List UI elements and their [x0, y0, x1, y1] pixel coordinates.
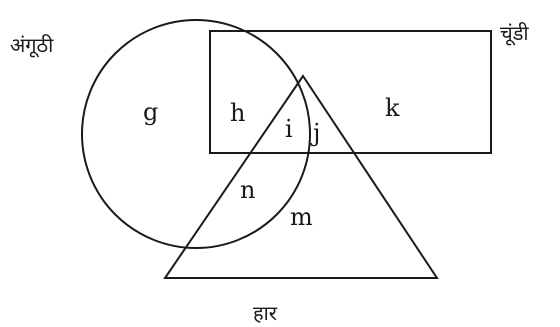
- region-label-m: m: [290, 203, 313, 231]
- circle-set-ring: [81, 19, 311, 249]
- set-label-triangle: हार: [253, 301, 278, 325]
- region-label-h: h: [230, 99, 245, 127]
- region-label-k: k: [385, 94, 400, 122]
- region-label-j: j: [310, 119, 320, 147]
- set-label-circle: अंगूठी: [10, 33, 54, 58]
- triangle-set-shape: [163, 74, 439, 279]
- region-label-g: g: [143, 98, 158, 126]
- region-label-i: i: [285, 115, 293, 143]
- region-label-n: n: [240, 176, 255, 204]
- rectangle-set-box: [209, 30, 492, 154]
- set-label-rectangle: चूंडी: [500, 21, 529, 46]
